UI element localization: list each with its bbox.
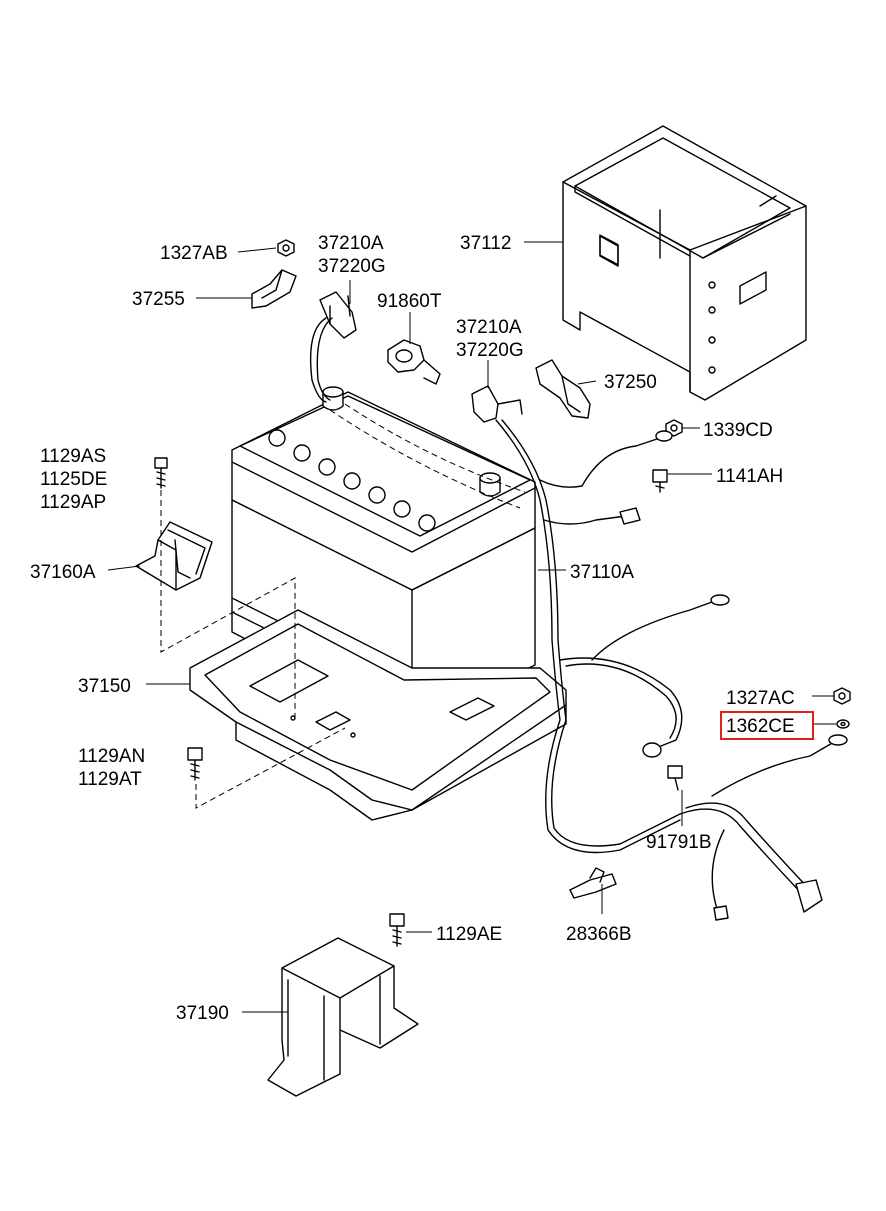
label-37255: 37255 [132, 289, 185, 310]
nut-1327AB [277, 239, 295, 257]
bolt-91791B [667, 765, 683, 791]
label-37190: 37190 [176, 1003, 229, 1024]
leader-lines [107, 241, 836, 1013]
bolt-1129AS [154, 457, 168, 489]
label-1327AB: 1327AB [160, 243, 228, 264]
highlight-box-1362CE [720, 711, 814, 740]
label-37210A-top: 37210A [318, 233, 384, 254]
bolt-1141AH [652, 469, 668, 493]
label-1327AC: 1327AC [726, 688, 795, 709]
label-37250: 37250 [604, 372, 657, 393]
label-1129AN: 1129AN [78, 746, 145, 767]
label-37110A: 37110A [570, 562, 634, 583]
label-1125DE: 1125DE [40, 469, 107, 490]
label-37210A-right: 37210A [456, 317, 522, 338]
label-37150: 37150 [78, 676, 131, 697]
cable-37110A [309, 317, 848, 921]
label-37160A: 37160A [30, 562, 96, 583]
label-1129AE: 1129AE [436, 924, 502, 945]
label-28366B: 28366B [566, 924, 632, 945]
battery-tray-37150 [189, 609, 567, 821]
guide-line-bolt-1129AN [195, 727, 346, 809]
bolt-1129AN [187, 747, 203, 781]
label-91791B: 91791B [646, 832, 712, 853]
battery-box-37112 [562, 125, 807, 401]
guide-line-bracket [160, 490, 296, 720]
label-91860T: 91860T [377, 291, 442, 312]
terminal-91860T [387, 339, 441, 385]
clamp-37255 [251, 269, 297, 309]
label-1339CD: 1339CD [703, 420, 773, 441]
terminal-37210A-pos [471, 385, 523, 423]
terminal-37210A-neg [319, 291, 357, 339]
label-1141AH: 1141AH [716, 466, 783, 487]
bolt-1129AE [389, 913, 405, 947]
label-37220G-top: 37220G [318, 256, 386, 277]
label-37220G-right: 37220G [456, 340, 524, 361]
label-37112: 37112 [460, 233, 511, 254]
nut-1327AC [833, 687, 851, 705]
cover-37190 [267, 937, 419, 1097]
bracket-37160A [135, 521, 213, 591]
label-1129AP: 1129AP [40, 492, 106, 513]
clamp-37250 [535, 359, 591, 419]
washer-1362CE [836, 719, 850, 729]
label-1362CE: 1362CE [726, 716, 795, 737]
cable-tie-28366B [569, 867, 617, 899]
label-1129AT: 1129AT [78, 769, 142, 790]
label-1129AS: 1129AS [40, 446, 106, 467]
